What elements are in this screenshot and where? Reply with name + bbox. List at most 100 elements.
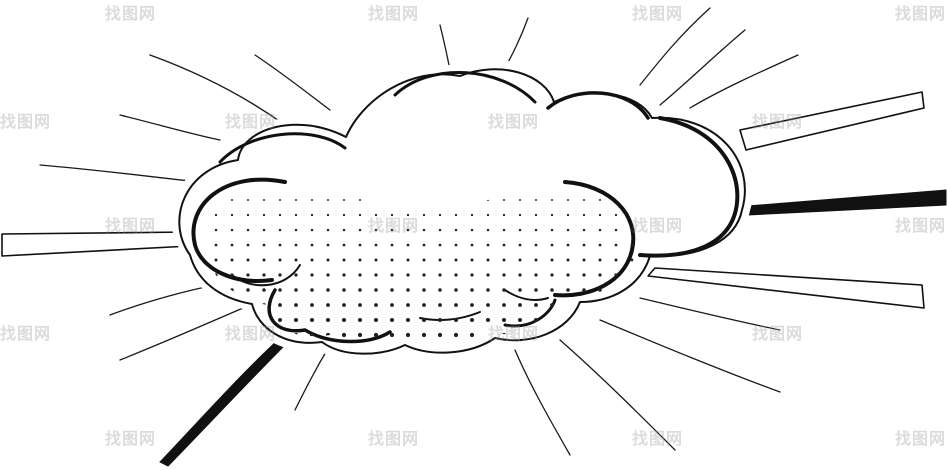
halftone-dot xyxy=(406,243,410,247)
halftone-dot xyxy=(406,273,410,277)
halftone-dot xyxy=(390,288,394,292)
halftone-dot xyxy=(470,213,474,217)
halftone-dot xyxy=(518,348,522,352)
halftone-dot xyxy=(198,303,202,307)
halftone-dot xyxy=(310,288,314,292)
halftone-dot xyxy=(247,199,249,201)
halftone-dot xyxy=(422,228,426,232)
halftone-dot xyxy=(519,199,521,201)
halftone-dot xyxy=(342,213,346,217)
halftone-dot xyxy=(534,318,538,322)
halftone-dot xyxy=(326,318,330,322)
halftone-dot xyxy=(502,303,506,307)
halftone-dot xyxy=(342,228,346,232)
halftone-dot xyxy=(278,228,282,232)
halftone-dot xyxy=(422,303,426,307)
halftone-dot xyxy=(566,213,570,217)
halftone-dot xyxy=(598,258,602,262)
halftone-dot xyxy=(454,213,458,217)
halftone-dot xyxy=(614,273,618,277)
ray-left-low-1 xyxy=(109,284,216,316)
ray-top-2 xyxy=(504,17,529,69)
bold-ray-lower-left xyxy=(159,337,287,467)
halftone-dot xyxy=(246,243,250,247)
ray-top-right-3 xyxy=(689,54,799,109)
halftone-dot xyxy=(502,348,506,352)
halftone-dot xyxy=(551,199,553,201)
halftone-dot xyxy=(614,213,618,217)
halftone-dot xyxy=(311,199,313,201)
halftone-dot xyxy=(599,199,601,201)
halftone-dot xyxy=(294,258,298,262)
halftone-dot xyxy=(582,273,586,277)
halftone-dot xyxy=(518,228,522,232)
halftone-dot xyxy=(630,258,634,262)
ray-right-low-1 xyxy=(599,319,781,393)
halftone-dot xyxy=(230,228,234,232)
bold-ray-right xyxy=(747,189,947,216)
bar-top-right xyxy=(739,91,925,151)
halftone-dot xyxy=(326,228,330,232)
halftone-dot xyxy=(534,258,538,262)
halftone-dot xyxy=(598,243,602,247)
halftone-dot xyxy=(566,288,570,292)
halftone-dot xyxy=(294,288,298,292)
halftone-dot xyxy=(263,199,265,201)
halftone-dot xyxy=(341,332,347,338)
halftone-dot xyxy=(630,243,634,247)
halftone-dot xyxy=(421,332,427,338)
halftone-dot xyxy=(454,228,458,232)
halftone-dot xyxy=(406,228,410,232)
halftone-dot xyxy=(230,273,234,277)
halftone-dot xyxy=(486,243,490,247)
halftone-dot xyxy=(326,258,330,262)
halftone-dot xyxy=(230,243,234,247)
halftone-dot xyxy=(438,258,442,262)
bar-left xyxy=(1,231,191,257)
halftone-dot xyxy=(518,288,522,292)
halftone-dot xyxy=(374,213,378,217)
halftone-dot xyxy=(438,228,442,232)
halftone-dot xyxy=(198,348,202,352)
halftone-dot xyxy=(550,348,554,352)
halftone-dot xyxy=(342,243,346,247)
halftone-dot xyxy=(582,213,586,217)
halftone-dot xyxy=(405,332,411,338)
halftone-dot xyxy=(613,332,619,338)
halftone-dot xyxy=(438,318,442,322)
halftone-dot xyxy=(295,199,297,201)
halftone-dot xyxy=(374,243,378,247)
halftone-dot xyxy=(389,332,395,338)
halftone-dot xyxy=(214,228,218,232)
halftone-dot xyxy=(406,258,410,262)
halftone-dot xyxy=(438,243,442,247)
halftone-dot xyxy=(470,243,474,247)
halftone-dot xyxy=(598,228,602,232)
halftone-dot xyxy=(246,348,250,352)
halftone-dot xyxy=(310,243,314,247)
halftone-dot xyxy=(214,213,218,217)
halftone-dot xyxy=(390,303,394,307)
halftone-dot xyxy=(374,228,378,232)
halftone-dot xyxy=(213,332,219,338)
ray-left-mid-1 xyxy=(119,114,221,141)
halftone-dot xyxy=(470,288,474,292)
halftone-dot xyxy=(230,258,234,262)
halftone-dot xyxy=(278,318,282,322)
halftone-dot xyxy=(374,258,378,262)
halftone-dot xyxy=(453,332,459,338)
halftone-dot xyxy=(470,258,474,262)
halftone-dot xyxy=(486,303,490,307)
halftone-dot xyxy=(518,318,522,322)
halftone-dot xyxy=(550,213,554,217)
halftone-dot xyxy=(246,213,250,217)
halftone-dot xyxy=(454,243,458,247)
halftone-dot xyxy=(470,273,474,277)
halftone-dot xyxy=(614,258,618,262)
ray-bottom-2 xyxy=(514,349,571,456)
halftone-dot xyxy=(326,213,330,217)
halftone-dot xyxy=(582,318,586,322)
cloud-halo xyxy=(171,59,754,362)
halftone-dot xyxy=(582,258,586,262)
halftone-dot xyxy=(598,348,602,352)
